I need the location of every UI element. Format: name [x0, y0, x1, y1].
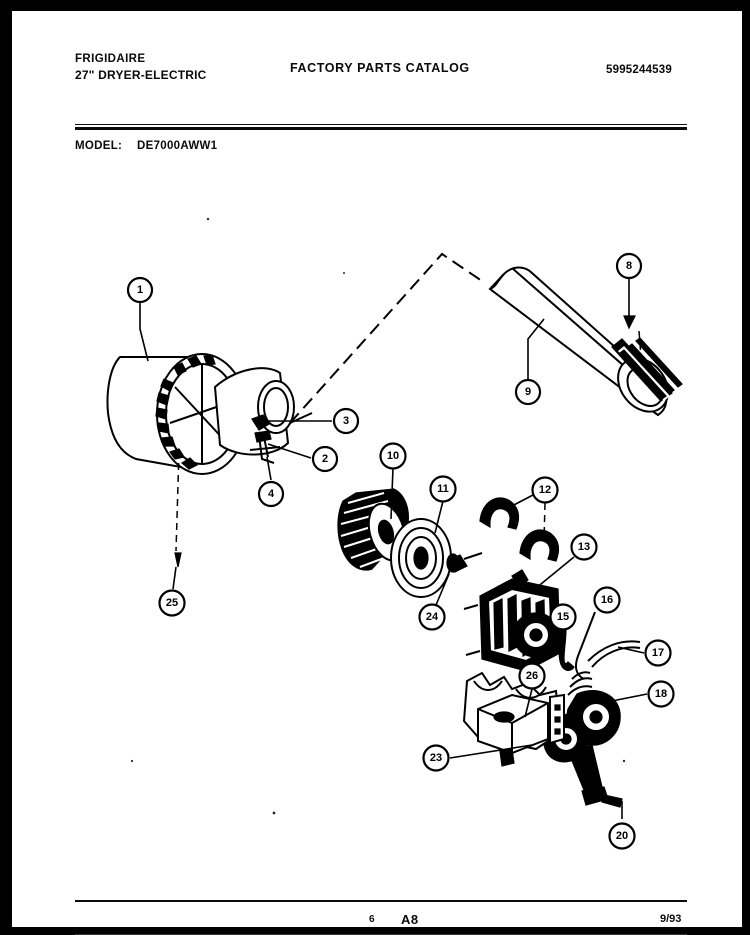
catalog-page: FRIGIDAIRE 27" DRYER-ELECTRIC FACTORY PA… [12, 11, 742, 935]
leader-12 [509, 494, 546, 542]
drive-motor-part [463, 569, 561, 672]
motor-lead-part [558, 628, 575, 671]
callout-11[interactable]: 11 [429, 475, 457, 503]
callout-26[interactable]: 26 [518, 662, 546, 690]
catalog-number: 5995244539 [606, 64, 672, 76]
callout-3[interactable]: 3 [332, 407, 360, 435]
page-header: FRIGIDAIRE 27" DRYER-ELECTRIC FACTORY PA… [12, 11, 742, 152]
catalog-title: FACTORY PARTS CATALOG [290, 61, 470, 75]
leader-25 [172, 450, 182, 590]
callout-label-12: 12 [539, 484, 551, 496]
leader-8 [623, 278, 642, 358]
callout-label-23: 23 [430, 752, 442, 764]
blower-housing-part [106, 353, 295, 475]
leader-24 [435, 573, 450, 606]
motor-retainer-clips [479, 497, 560, 562]
callout-15[interactable]: 15 [549, 603, 577, 631]
footer-section-code: A8 [401, 912, 419, 927]
exhaust-duct-part [488, 266, 683, 417]
callout-label-17: 17 [652, 647, 664, 659]
footer-rule-thick [75, 900, 687, 902]
callout-label-20: 20 [616, 830, 628, 842]
callout-label-2: 2 [322, 453, 328, 465]
product-line: 27" DRYER-ELECTRIC [75, 68, 207, 82]
callout-9[interactable]: 9 [514, 378, 542, 406]
leader-17 [617, 646, 645, 654]
motor-pulley-part [390, 518, 483, 598]
callout-label-4: 4 [268, 488, 275, 500]
motor-mount-bracket-part [462, 671, 565, 767]
callout-17[interactable]: 17 [644, 639, 672, 667]
header-rule-thin [75, 124, 687, 125]
motor-harness-part [575, 611, 596, 680]
callout-label-24: 24 [426, 611, 439, 623]
callout-25[interactable]: 25 [158, 589, 186, 617]
parts-diagram: 1 2 3 4 8 [12, 161, 742, 891]
leader-1 [139, 302, 149, 362]
callout-label-8: 8 [626, 260, 632, 272]
callout-label-16: 16 [601, 594, 613, 606]
callout-label-3: 3 [343, 415, 349, 427]
scan-speckles [130, 217, 626, 815]
callout-label-25: 25 [166, 597, 178, 609]
callout-18[interactable]: 18 [647, 680, 675, 708]
callout-10[interactable]: 10 [379, 442, 407, 470]
leader-26 [524, 688, 533, 718]
callout-label-18: 18 [655, 688, 667, 700]
callout-23[interactable]: 23 [422, 744, 450, 772]
callout-label-26: 26 [526, 670, 538, 682]
model-label: MODEL: [75, 140, 123, 152]
callout-label-10: 10 [387, 450, 399, 462]
callout-label-9: 9 [525, 386, 531, 398]
callout-16[interactable]: 16 [593, 586, 621, 614]
callout-label-11: 11 [437, 483, 449, 495]
header-rule-thick [75, 127, 687, 130]
leader-4 [266, 456, 272, 481]
callout-label-13: 13 [578, 541, 590, 553]
callout-8[interactable]: 8 [615, 252, 643, 280]
footer-date-code: 9/93 [660, 913, 682, 925]
leader-23 [449, 744, 533, 759]
brand-name: FRIGIDAIRE [75, 53, 146, 65]
callout-20[interactable]: 20 [608, 822, 636, 850]
leader-9 [527, 318, 545, 380]
callout-bubbles: 1 2 3 4 8 [126, 252, 675, 850]
leader-13 [529, 556, 575, 594]
leader-11 [434, 500, 444, 534]
callout-24[interactable]: 24 [418, 603, 446, 631]
callout-2[interactable]: 2 [311, 445, 339, 473]
footer-page-number: 6 [369, 914, 375, 925]
model-value: DE7000AWW1 [137, 140, 218, 152]
leader-10 [390, 467, 394, 520]
callout-4[interactable]: 4 [257, 480, 285, 508]
callout-12[interactable]: 12 [531, 476, 559, 504]
leader-18 [611, 693, 648, 702]
callout-13[interactable]: 13 [570, 533, 598, 561]
callout-label-1: 1 [137, 284, 143, 296]
callout-label-15: 15 [557, 611, 569, 623]
callout-1[interactable]: 1 [126, 276, 154, 304]
leader-2 [267, 443, 312, 459]
